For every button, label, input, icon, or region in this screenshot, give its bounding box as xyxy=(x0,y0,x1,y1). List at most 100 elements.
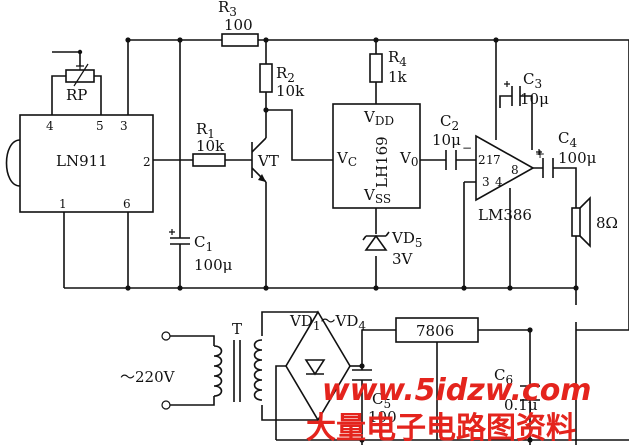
c1-label: C xyxy=(194,233,205,251)
capacitor-c3: C3 10μ xyxy=(504,70,549,108)
r3-value: 100 xyxy=(224,16,253,34)
vd1-sub: 1 xyxy=(313,319,321,333)
lh169-vdd: V xyxy=(363,108,376,126)
lm386-pin3: 3 xyxy=(482,175,490,189)
lh169-vss: V xyxy=(363,186,376,204)
regulator-7806: 7806 xyxy=(395,317,479,440)
speaker-value: 8Ω xyxy=(596,214,618,232)
lh169-vo-sub: 0 xyxy=(411,155,419,169)
svg-text:VD5: VD5 xyxy=(391,229,423,250)
svg-text:VDD: VDD xyxy=(363,108,394,128)
lh169-vss-sub: SS xyxy=(375,192,391,206)
transformer-t: T xyxy=(213,320,263,402)
lm386-minus: − xyxy=(462,141,472,155)
r3-label: R xyxy=(218,0,230,16)
vd4-sub: 4 xyxy=(358,319,366,333)
r1-value: 10k xyxy=(196,137,225,155)
r3-sub: 3 xyxy=(229,5,237,19)
rp-label: RP xyxy=(66,86,87,104)
bridge-rectifier: VD1～VD4 xyxy=(285,310,366,422)
c6-label: C xyxy=(494,366,505,384)
lm386-pin1: 1 xyxy=(486,153,494,167)
vd5-label: VD xyxy=(391,229,415,247)
lm386-pin7: 7 xyxy=(493,153,501,167)
r2-sub: 2 xyxy=(287,71,295,85)
watermark-chinese: 大量电子电路图资料 xyxy=(306,411,576,445)
svg-text:C3: C3 xyxy=(523,70,542,91)
amplifier-lm386: 2 1 7 3 4 8 − + LM386 xyxy=(462,134,545,224)
ic-ln911-pin5: 5 xyxy=(96,119,104,133)
c3-label: C xyxy=(523,70,534,88)
ic-ln911-pin4: 4 xyxy=(46,119,54,133)
r1-sub: 1 xyxy=(207,127,215,141)
capacitor-c1: C1 100μ xyxy=(169,229,233,274)
svg-text:C6: C6 xyxy=(494,366,513,387)
capacitor-c5: C5 100 xyxy=(352,369,397,426)
lm386-plus: + xyxy=(535,147,545,161)
svg-text:VSS: VSS xyxy=(363,186,391,206)
c3-value: 10μ xyxy=(520,90,549,108)
c1-value: 100μ xyxy=(194,256,233,274)
regulator-label: 7806 xyxy=(416,322,454,340)
c4-value: 100μ xyxy=(558,149,597,167)
svg-text:C1: C1 xyxy=(194,233,213,254)
lh169-vo: V xyxy=(399,149,412,167)
mains-input: ～220V xyxy=(120,331,176,410)
svg-text:C4: C4 xyxy=(558,129,577,150)
vt-label: VT xyxy=(257,152,279,170)
resistor-r2: R2 10k xyxy=(259,63,305,100)
c6-value: 0.1μ xyxy=(504,396,538,414)
transistor-vt: VT xyxy=(251,137,279,183)
svg-text:R3: R3 xyxy=(218,0,237,19)
vd5-value: 3V xyxy=(392,250,414,268)
lh169-vc-sub: C xyxy=(348,155,357,169)
c2-label: C xyxy=(440,112,451,130)
svg-text:R1: R1 xyxy=(196,120,215,141)
c6-sub: 6 xyxy=(505,373,513,387)
r1-label: R xyxy=(196,120,208,138)
c4-sub: 4 xyxy=(569,136,577,150)
ic-ln911-pin3: 3 xyxy=(120,119,128,133)
r2-label: R xyxy=(276,64,288,82)
c3-sub: 3 xyxy=(534,77,542,91)
resistor-r1: R1 10k xyxy=(192,120,226,167)
ic-ln911-pin2: 2 xyxy=(143,155,151,169)
watermark: www.5idzw.com 大量电子电路图资料 xyxy=(306,373,592,445)
ic-ln911-name: LN911 xyxy=(56,152,108,170)
lh169-name: LH169 xyxy=(373,136,391,188)
capacitor-c6: C6 0.1μ xyxy=(494,366,540,414)
svg-text:R4: R4 xyxy=(388,48,407,69)
resistor-r4: R4 1k xyxy=(369,48,408,86)
ic-lh169: VDD VC V0 VSS LH169 xyxy=(332,103,421,209)
potentiometer-rp: RP xyxy=(65,63,95,104)
sensor-lens xyxy=(5,139,21,187)
c2-sub: 2 xyxy=(451,119,459,133)
lm386-pin4: 4 xyxy=(495,175,503,189)
capacitor-c2: C2 10μ xyxy=(432,112,461,170)
lh169-vc: V xyxy=(336,149,349,167)
svg-text:C2: C2 xyxy=(440,112,459,133)
lm386-name: LM386 xyxy=(478,206,532,224)
svg-text:C5: C5 xyxy=(372,390,391,411)
lm386-pin2: 2 xyxy=(478,153,486,167)
c5-label: C xyxy=(372,390,383,408)
svg-text:V0: V0 xyxy=(399,149,418,169)
lh169-vdd-sub: DD xyxy=(375,114,394,128)
r4-label: R xyxy=(388,48,400,66)
c5-value: 100 xyxy=(368,408,397,426)
resistor-r3: R3 100 xyxy=(218,0,259,47)
r2-value: 10k xyxy=(276,82,305,100)
ic-ln911-pin1: 1 xyxy=(59,197,67,211)
vd4-label: ～VD xyxy=(321,312,359,330)
ic-ln911: LN911 4 5 3 2 1 6 xyxy=(5,114,154,213)
capacitor-c4: C4 100μ xyxy=(536,129,597,178)
svg-text:VC: VC xyxy=(336,149,357,169)
vd5-sub: 5 xyxy=(415,236,423,250)
watermark-url: www.5idzw.com xyxy=(322,373,592,408)
ic-ln911-pin6: 6 xyxy=(123,197,131,211)
vd1-label: VD xyxy=(289,312,313,330)
svg-text:R2: R2 xyxy=(276,64,295,85)
t-label: T xyxy=(232,320,242,338)
mains-label: ～220V xyxy=(120,368,176,386)
